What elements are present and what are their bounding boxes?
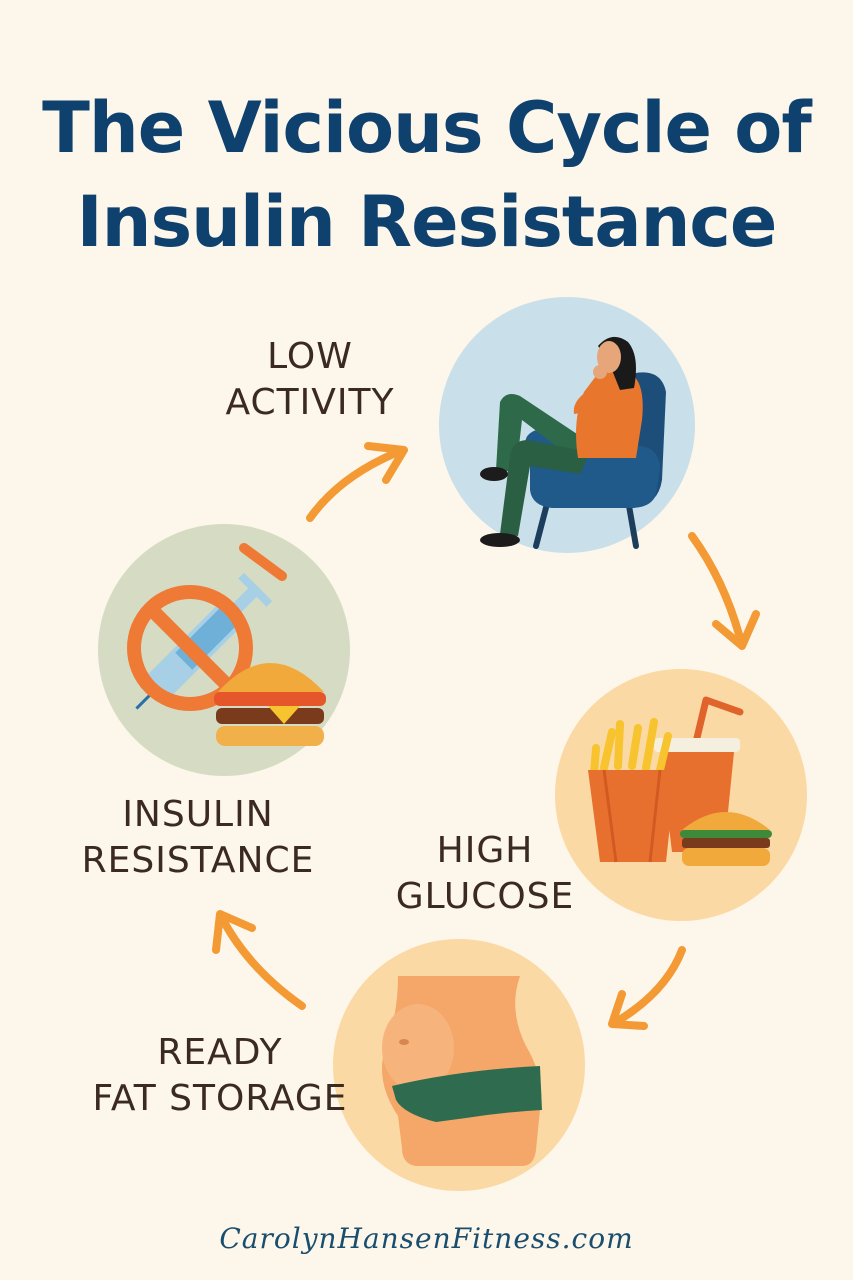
person-on-armchair-icon	[480, 336, 666, 549]
website-footer: CarolynHansenFitness.com	[219, 1222, 634, 1255]
insulin-resistance-label-line-1: INSULIN	[122, 794, 274, 835]
high-glucose-label-line-1: HIGH	[436, 830, 534, 871]
arrow-head-to-high-glucose	[712, 610, 760, 650]
arrow-to-high-glucose	[688, 532, 744, 642]
arrow-to-fat-storage	[612, 946, 686, 1026]
arrow-head-to-low-activity	[364, 442, 408, 484]
insulin-resistance-label-line-2: RESISTANCE	[81, 840, 315, 881]
insulin-resistance-label: INSULIN RESISTANCE	[58, 792, 338, 884]
low-activity-label-line-2: ACTIVITY	[225, 382, 395, 423]
belly-icon	[382, 976, 542, 1166]
arrow-head-to-insulin-resistance	[212, 910, 256, 954]
arrow-to-insulin-resistance	[218, 914, 306, 1010]
arrow-to-low-activity	[306, 448, 402, 522]
cycle-arrows	[212, 442, 760, 1030]
low-activity-label: LOW ACTIVITY	[190, 334, 430, 426]
high-glucose-label: HIGH GLUCOSE	[370, 828, 600, 920]
fat-storage-label: READY FAT STORAGE	[70, 1030, 370, 1122]
page-title-line-2: Insulin Resistance	[76, 181, 778, 263]
arrow-head-to-fat-storage	[608, 990, 648, 1030]
fat-storage-label-line-2: FAT STORAGE	[92, 1078, 348, 1119]
page-title-line-1: The Vicious Cycle of	[42, 87, 812, 169]
fat-storage-label-line-1: READY	[157, 1032, 283, 1073]
low-activity-label-line-1: LOW	[267, 336, 353, 377]
high-glucose-label-line-2: GLUCOSE	[395, 876, 575, 917]
blocked-insulin-syringe-icon	[127, 543, 326, 746]
fast-food-icon	[588, 696, 772, 866]
